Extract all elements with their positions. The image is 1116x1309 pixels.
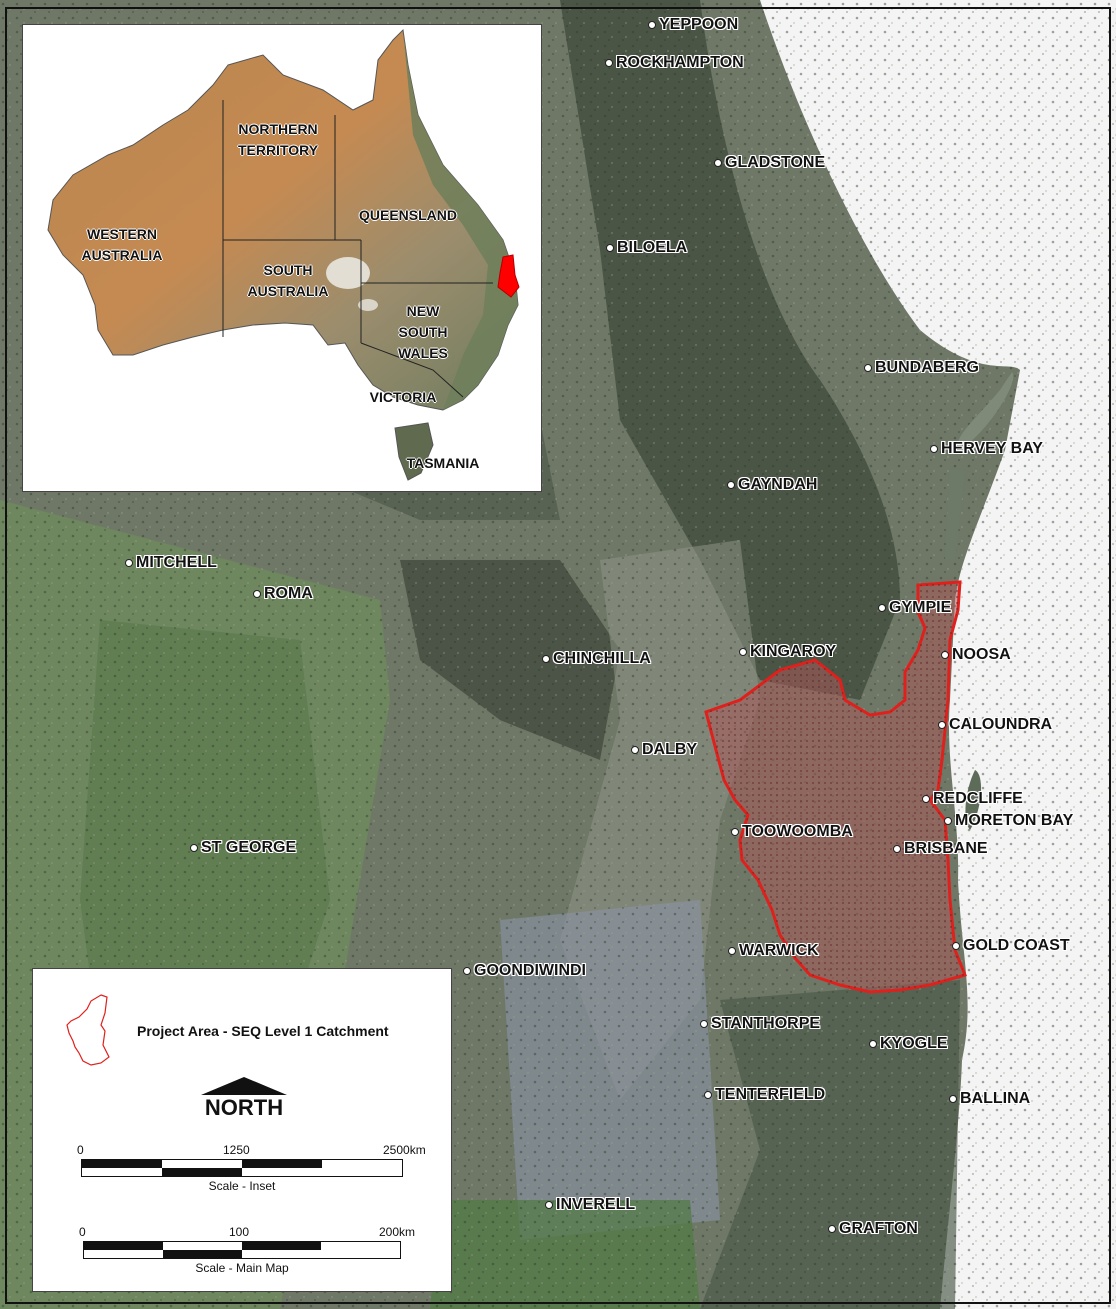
town-stanthorpe: STANTHORPE bbox=[700, 1015, 820, 1033]
town-yeppoon: YEPPOON bbox=[648, 16, 738, 34]
town-marker bbox=[545, 1201, 553, 1209]
town-noosa: NOOSA bbox=[941, 646, 1011, 664]
scale-inset-caption: Scale - Inset bbox=[208, 1179, 276, 1193]
catchment-legend-swatch bbox=[66, 994, 110, 1066]
town-rockhampton: ROCKHAMPTON bbox=[605, 54, 744, 72]
scale-bar-inset bbox=[81, 1159, 403, 1177]
label-tasmania: TASMANIA bbox=[406, 455, 480, 471]
town-marker bbox=[631, 746, 639, 754]
town-marker bbox=[190, 844, 198, 852]
town-marker bbox=[869, 1040, 877, 1048]
scale-main-tick-end: 200km bbox=[379, 1225, 416, 1239]
town-gold-coast: GOLD COAST bbox=[952, 937, 1070, 955]
town-marker bbox=[704, 1091, 712, 1099]
town-tenterfield: TENTERFIELD bbox=[704, 1086, 825, 1104]
town-marker bbox=[253, 590, 261, 598]
town-marker bbox=[893, 845, 901, 853]
town-marker bbox=[605, 59, 613, 67]
town-marker bbox=[739, 648, 747, 656]
town-marker bbox=[700, 1020, 708, 1028]
scale-inset-tick-0: 0 bbox=[77, 1143, 84, 1157]
town-hervey-bay: HERVEY BAY bbox=[930, 440, 1043, 458]
town-marker bbox=[949, 1095, 957, 1103]
town-roma: ROMA bbox=[253, 585, 313, 603]
town-mitchell: MITCHELL bbox=[125, 554, 217, 572]
scale-inset-tick-end: 2500km bbox=[383, 1143, 426, 1157]
town-marker bbox=[727, 481, 735, 489]
town-biloela: BILOELA bbox=[606, 239, 687, 257]
town-marker bbox=[938, 721, 946, 729]
map-legend: Project Area - SEQ Level 1 Catchment NOR… bbox=[32, 968, 452, 1292]
town-caloundra: CALOUNDRA bbox=[938, 716, 1052, 734]
town-marker bbox=[714, 159, 722, 167]
town-goondiwindi: GOONDIWINDI bbox=[463, 962, 586, 980]
town-marker bbox=[728, 947, 736, 955]
town-marker bbox=[606, 244, 614, 252]
scale-inset-tick-mid: 1250 bbox=[223, 1143, 250, 1157]
town-ballina: BALLINA bbox=[949, 1090, 1030, 1108]
town-marker bbox=[542, 655, 550, 663]
australia-mainland bbox=[47, 28, 519, 411]
town-inverell: INVERELL bbox=[545, 1196, 635, 1214]
town-toowoomba: TOOWOOMBA bbox=[731, 823, 853, 841]
town-chinchilla: CHINCHILLA bbox=[542, 650, 651, 668]
town-marker bbox=[731, 828, 739, 836]
seq-highlight bbox=[497, 254, 520, 298]
town-gympie: GYMPIE bbox=[878, 599, 951, 617]
town-marker bbox=[944, 817, 952, 825]
town-marker bbox=[878, 604, 886, 612]
tasmania-island bbox=[394, 422, 434, 481]
north-label: NORTH bbox=[204, 1095, 284, 1120]
label-victoria: VICTORIA bbox=[369, 389, 437, 405]
label-queensland: QUEENSLAND bbox=[358, 207, 457, 223]
town-marker bbox=[922, 795, 930, 803]
legend-project-area-label: Project Area - SEQ Level 1 Catchment bbox=[137, 1023, 389, 1039]
town-marker bbox=[930, 445, 938, 453]
town-gayndah: GAYNDAH bbox=[727, 476, 817, 494]
town-marker bbox=[125, 559, 133, 567]
town-kyogle: KYOGLE bbox=[869, 1035, 948, 1053]
town-brisbane: BRISBANE bbox=[893, 840, 988, 858]
scale-bar-main bbox=[83, 1241, 401, 1259]
town-gladstone: GLADSTONE bbox=[714, 154, 825, 172]
town-warwick: WARWICK bbox=[728, 942, 819, 960]
north-arrow-icon bbox=[201, 1077, 287, 1095]
town-marker bbox=[828, 1225, 836, 1233]
town-dalby: DALBY bbox=[631, 741, 697, 759]
scale-main-tick-0: 0 bbox=[79, 1225, 86, 1239]
town-st-george: ST GEORGE bbox=[190, 839, 296, 857]
australia-outline bbox=[47, 28, 520, 481]
scale-main-tick-mid: 100 bbox=[229, 1225, 250, 1239]
town-kingaroy: KINGAROY bbox=[739, 643, 836, 661]
town-marker bbox=[952, 942, 960, 950]
town-redcliffe: REDCLIFFE bbox=[922, 790, 1023, 808]
town-marker bbox=[864, 364, 872, 372]
town-moreton-bay: MORETON BAY bbox=[944, 812, 1073, 830]
town-bundaberg: BUNDABERG bbox=[864, 359, 979, 377]
town-marker bbox=[463, 967, 471, 975]
town-marker bbox=[941, 651, 949, 659]
town-marker bbox=[648, 21, 656, 29]
town-grafton: GRAFTON bbox=[828, 1220, 918, 1238]
scale-main-caption: Scale - Main Map bbox=[195, 1261, 289, 1275]
